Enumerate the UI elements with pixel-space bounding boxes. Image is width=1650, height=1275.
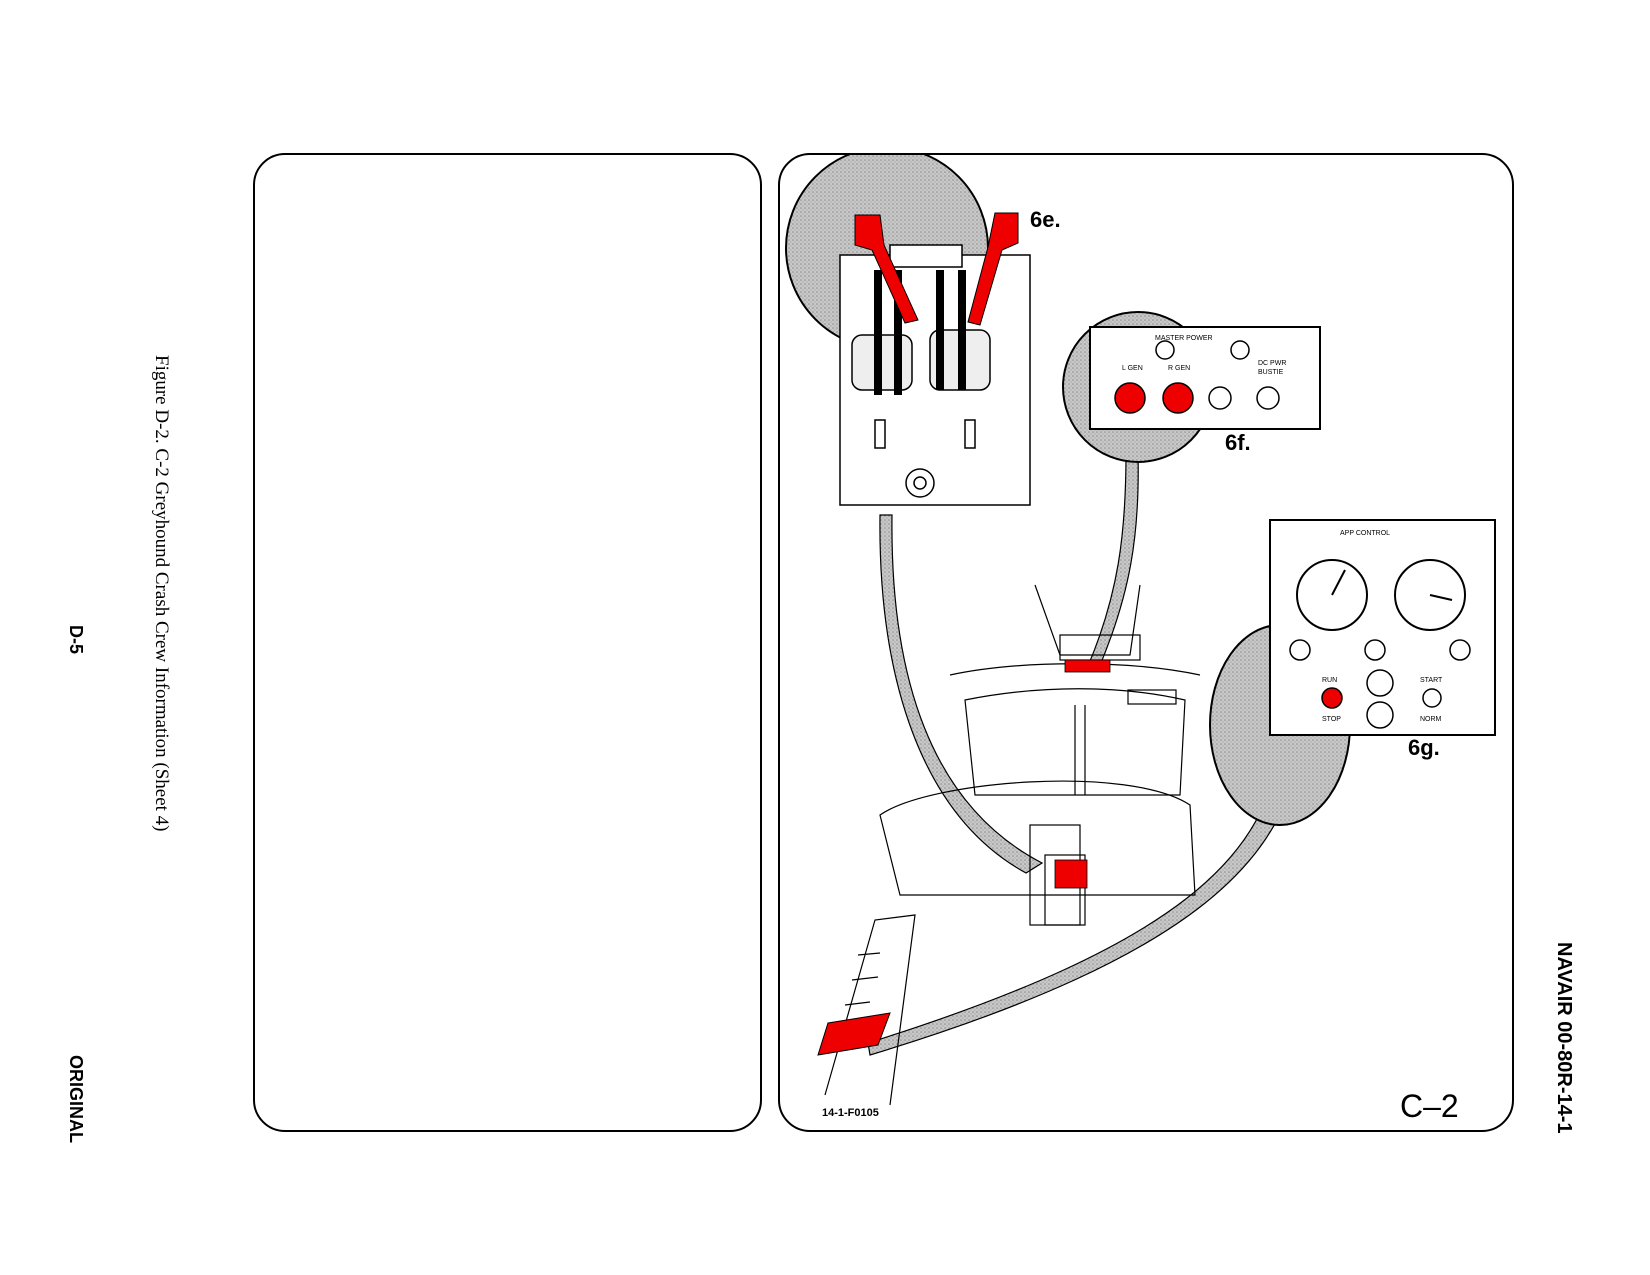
- label-6g: 6g.: [1408, 735, 1440, 760]
- r-gen-label: R GEN: [1168, 365, 1190, 372]
- master-power-title: MASTER POWER: [1155, 335, 1213, 342]
- status-label: ORIGINAL: [66, 1055, 86, 1143]
- figure-caption: Figure D-2. C-2 Greyhound Crash Crew Inf…: [151, 355, 172, 832]
- illustration-panel: MASTER POWER L GEN R GEN DC PWR BUSTIE 6…: [778, 153, 1514, 1132]
- l-gen-switch: [1114, 382, 1146, 414]
- left-lever-red: [854, 214, 919, 324]
- r-gen-switch: [1162, 382, 1194, 414]
- label-6e: 6e.: [1030, 207, 1061, 232]
- right-lever-red: [967, 212, 1019, 326]
- start-label: START: [1420, 677, 1443, 684]
- aircraft-label: C–2: [1400, 1088, 1459, 1124]
- callout-band-app-control: [867, 739, 1301, 1056]
- master-power-panel: MASTER POWER L GEN R GEN DC PWR BUSTIE: [1089, 326, 1321, 430]
- app-control-title: APP CONTROL: [1340, 530, 1390, 537]
- callout-band-throttle: [879, 514, 1044, 874]
- throttle-quadrant: [839, 254, 1031, 506]
- figure-code: 14-1-F0105: [822, 1107, 879, 1119]
- callout-band-master-power: [1087, 452, 1139, 671]
- page-number: D-5: [66, 625, 86, 655]
- cockpit-illustration: MASTER POWER L GEN R GEN DC PWR BUSTIE 6…: [785, 155, 1496, 1124]
- bustie-label: BUSTIE: [1258, 369, 1284, 376]
- label-6f: 6f.: [1225, 430, 1251, 455]
- dc-pwr-label: DC PWR: [1258, 360, 1286, 367]
- run-stop-switch: [1321, 687, 1343, 709]
- master-power-location: [1064, 659, 1111, 673]
- blank-panel: [253, 153, 762, 1132]
- throttle-cap: [889, 244, 963, 268]
- throttle-location: [1054, 859, 1088, 889]
- stop-label: STOP: [1322, 716, 1341, 723]
- document-id: NAVAIR 00-80R-14-1: [1553, 942, 1575, 1134]
- norm-label: NORM: [1420, 716, 1442, 723]
- l-gen-label: L GEN: [1122, 365, 1143, 372]
- app-control-panel: APP CONTROL RUN STOP START NORM: [1269, 519, 1496, 736]
- app-control-location: [817, 1012, 891, 1056]
- run-label: RUN: [1322, 677, 1337, 684]
